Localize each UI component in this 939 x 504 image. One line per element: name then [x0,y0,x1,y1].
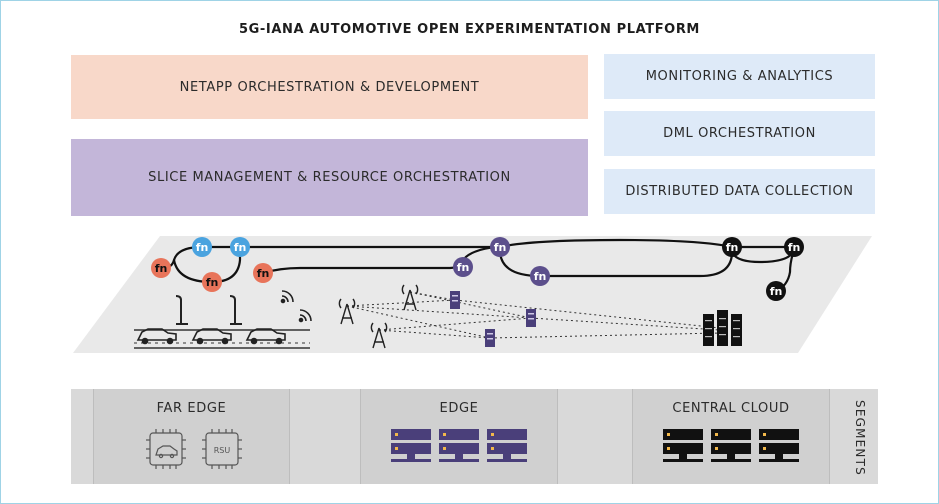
network-function-circle [530,266,550,286]
network-function-label: fn [494,241,507,254]
network-function-circle [453,257,473,277]
network-links [346,291,721,339]
network-function-node: fn [253,263,273,283]
network-function-label: fn [257,267,270,280]
network-function-node: fn [202,272,222,292]
network-function-node: fn [766,281,786,301]
antenna-tower-icon [338,284,419,349]
far-edge-segment: FAR EDGE RSU [93,389,290,484]
edge-server-icon [450,291,536,347]
network-function-circle [230,237,250,257]
network-function-label: fn [788,241,801,254]
monitoring-analytics-box: MONITORING & ANALYTICS [604,54,875,99]
network-function-node: fn [151,258,171,278]
edge-server-icons [391,429,527,462]
rsu-label: RSU [214,446,231,455]
network-function-node: fn [230,237,250,257]
network-function-circle [151,258,171,278]
network-function-circle [784,237,804,257]
far-edge-label: FAR EDGE [156,401,227,416]
car-icon [136,328,286,345]
network-function-label: fn [196,241,209,254]
network-function-node: fn [784,237,804,257]
segments-bar: FAR EDGE RSU EDGE [71,389,878,484]
edge-label: EDGE [439,401,479,416]
rsu-chip-icon [202,429,242,469]
network-function-label: fn [457,261,470,274]
network-function-label: fn [726,241,739,254]
netapp-orchestration-layer: NETAPP ORCHESTRATION & DEVELOPMENT [71,55,588,119]
network-function-circle [766,281,786,301]
vehicle-chip-icon [146,429,186,469]
network-function-circle [253,263,273,283]
network-function-circle [192,237,212,257]
segments-side-label: SEGMENTS [853,400,867,476]
network-function-circle [490,237,510,257]
street-lamp-icon [175,295,242,325]
platform-title: 5G-IANA AUTOMOTIVE OPEN EXPERIMENTATION … [239,22,700,37]
distributed-data-collection-box: DISTRIBUTED DATA COLLECTION [604,169,875,214]
wireless-signal-icon [280,290,312,323]
edge-server-rack-icon [391,429,527,462]
network-function-node: fn [722,237,742,257]
network-function-label: fn [234,241,247,254]
datacenter-icon [703,310,742,346]
cloud-server-rack-icon [663,429,799,462]
network-function-node: fn [192,237,212,257]
far-edge-icons: RSU [146,429,242,469]
network-function-circle [722,237,742,257]
network-function-label: fn [770,285,783,298]
network-function-node: fn [490,237,510,257]
dml-orchestration-box: DML ORCHESTRATION [604,111,875,156]
cloud-server-icons [663,429,799,462]
central-cloud-label: CENTRAL CLOUD [672,401,790,416]
network-function-label: fn [206,276,219,289]
network-function-node: fn [530,266,550,286]
network-function-circle [202,272,222,292]
network-function-label: fn [155,262,168,275]
central-cloud-segment: CENTRAL CLOUD [632,389,830,484]
edge-segment: EDGE [360,389,558,484]
network-function-label: fn [534,270,547,283]
slice-management-layer: SLICE MANAGEMENT & RESOURCE ORCHESTRATIO… [71,139,588,216]
network-function-node: fn [453,257,473,277]
ground-plane [73,236,872,353]
